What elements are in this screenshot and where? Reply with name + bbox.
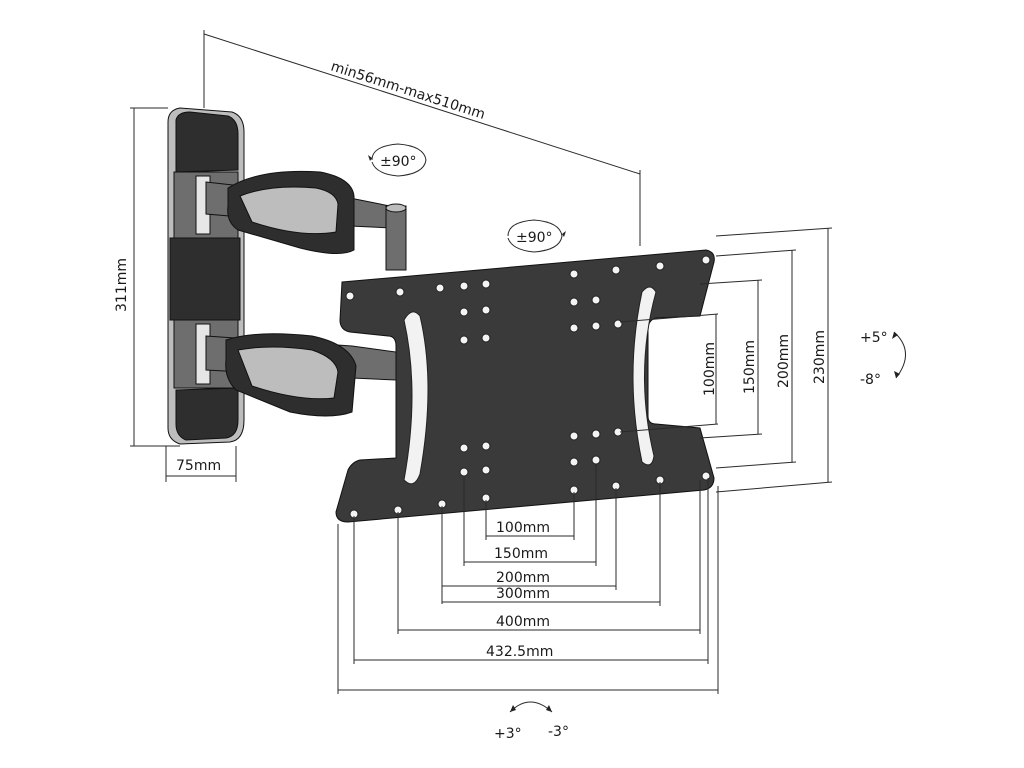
vertical-dim-100: 100mm <box>702 342 718 396</box>
horizontal-dimensions: 100mm 150mm 200mm 300mm 400mm 432.5mm <box>337 464 719 694</box>
tilt-down-label: -8° <box>860 372 881 388</box>
rotation-indicator: +3° -3° <box>494 701 569 742</box>
rotate-right-label: -3° <box>548 724 569 740</box>
horizontal-dim-200: 200mm <box>496 570 550 586</box>
vertical-dim-230: 230mm <box>812 330 828 384</box>
wall-plate <box>167 107 245 445</box>
wall-height-dimension: 311mm <box>114 107 180 447</box>
wall-width-label: 75mm <box>176 458 221 474</box>
wall-height-label: 311mm <box>114 258 130 312</box>
extension-label: min56mm-max510mm <box>329 59 487 123</box>
horizontal-dim-400: 400mm <box>496 614 550 630</box>
horizontal-dim-432-5: 432.5mm <box>486 644 553 660</box>
wall-width-dimension: 75mm <box>165 446 237 482</box>
rotate-left-label: +3° <box>494 726 522 742</box>
swivel-plate-indicator: ±90° <box>507 219 566 253</box>
tilt-indicator: +5° -8° <box>860 330 906 388</box>
right-slot <box>632 286 657 466</box>
tilt-up-label: +5° <box>860 330 888 346</box>
lower-arm <box>205 333 397 417</box>
horizontal-dim-300: 300mm <box>496 586 550 602</box>
left-slot <box>403 311 429 485</box>
mounting-holes <box>345 255 711 519</box>
horizontal-dim-150: 150mm <box>494 546 548 562</box>
swivel-arm-label: ±90° <box>380 154 417 170</box>
swivel-plate-label: ±90° <box>516 230 553 246</box>
vertical-dim-200: 200mm <box>776 334 792 388</box>
swivel-arm-indicator: ±90° <box>368 143 427 177</box>
horizontal-dim-100: 100mm <box>496 520 550 536</box>
vertical-dim-150: 150mm <box>742 340 758 394</box>
vesa-plate <box>335 249 715 523</box>
vertical-dimensions: 100mm 150mm 200mm 230mm <box>619 227 833 493</box>
upper-arm <box>205 170 407 271</box>
